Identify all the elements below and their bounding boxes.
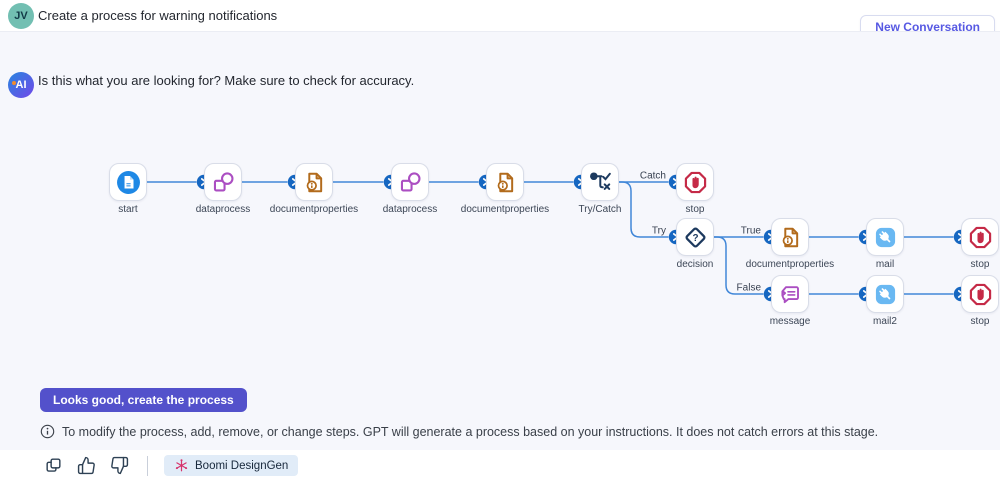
user-message-row: JV Create a process for warning notifica… (0, 0, 1000, 31)
flow-node-dataprocess2[interactable] (391, 163, 429, 201)
flow-node-mail2[interactable] (866, 275, 904, 313)
thumbs-up-icon (77, 456, 95, 475)
disclaimer-row: To modify the process, add, remove, or c… (40, 424, 878, 439)
flow-node-message1[interactable] (771, 275, 809, 313)
documentproperties-icon (306, 172, 322, 192)
flow-connector (619, 181, 669, 238)
badge-label: Boomi DesignGen (195, 459, 289, 472)
stop-icon (969, 283, 991, 305)
node-label: decision (676, 259, 714, 270)
node-label: start (118, 204, 138, 215)
flow-node-stop2[interactable] (961, 218, 999, 256)
node-label: stop (685, 204, 705, 215)
info-icon (40, 424, 55, 439)
ai-avatar-dot (12, 81, 16, 85)
thumbs-down-button[interactable] (108, 454, 131, 477)
ai-response-area: AI Is this what you are looking for? Mak… (0, 31, 1000, 476)
flow-node-trycatch[interactable] (581, 163, 619, 201)
thumbs-down-icon (111, 456, 129, 475)
node-label: Try/Catch (578, 204, 622, 215)
dataprocess-icon (400, 171, 421, 191)
flow-node-stop3[interactable] (961, 275, 999, 313)
node-label: dataprocess (195, 204, 251, 215)
start-icon (116, 170, 140, 194)
trycatch-icon (589, 171, 611, 190)
mail-icon (875, 284, 895, 304)
node-label: mail2 (873, 316, 897, 327)
flow-connector (714, 236, 764, 295)
decision-icon: ? (684, 226, 706, 248)
flow-node-mail1[interactable] (866, 218, 904, 256)
create-process-button[interactable]: Looks good, create the process (40, 388, 247, 412)
node-label: dataprocess (382, 204, 438, 215)
documentproperties-icon (497, 172, 513, 192)
branch-label: False (737, 283, 762, 294)
boomi-designgen-badge: Boomi DesignGen (164, 455, 299, 476)
stop-icon (684, 171, 706, 193)
user-avatar: JV (8, 3, 34, 29)
flow-node-stop1[interactable] (676, 163, 714, 201)
flow-node-start[interactable] (109, 163, 147, 201)
copy-icon (46, 458, 61, 472)
node-label: documentproperties (460, 204, 550, 215)
ai-message-text: Is this what you are looking for? Make s… (38, 73, 415, 88)
thumbs-up-button[interactable] (75, 454, 98, 477)
copy-button[interactable] (42, 454, 65, 477)
branch-label: Try (652, 226, 666, 237)
message-icon (780, 285, 799, 303)
node-label: documentproperties (269, 204, 359, 215)
flow-node-dataprocess1[interactable] (204, 163, 242, 201)
boomi-logo-icon (175, 459, 188, 472)
flow-node-documentproperties2[interactable] (486, 163, 524, 201)
message-footer: Boomi DesignGen (42, 454, 299, 477)
documentproperties-icon (782, 227, 798, 247)
flow-node-documentproperties3[interactable] (771, 218, 809, 256)
flow-node-decision[interactable]: ? (676, 218, 714, 256)
dataprocess-icon (213, 171, 234, 191)
ai-avatar: AI (8, 72, 34, 98)
branch-label: True (741, 226, 762, 237)
node-label: stop (970, 259, 990, 270)
flow-node-documentproperties1[interactable] (295, 163, 333, 201)
node-label: documentproperties (745, 259, 835, 270)
mail-icon (875, 227, 895, 247)
user-message-text: Create a process for warning notificatio… (38, 8, 278, 23)
node-label: mail (875, 259, 895, 270)
branch-label: Catch (640, 171, 666, 182)
svg-text:?: ? (692, 233, 698, 244)
footer-divider (147, 455, 148, 476)
stop-icon (969, 226, 991, 248)
node-label: stop (970, 316, 990, 327)
node-label: message (769, 316, 811, 327)
disclaimer-text: To modify the process, add, remove, or c… (62, 424, 879, 439)
